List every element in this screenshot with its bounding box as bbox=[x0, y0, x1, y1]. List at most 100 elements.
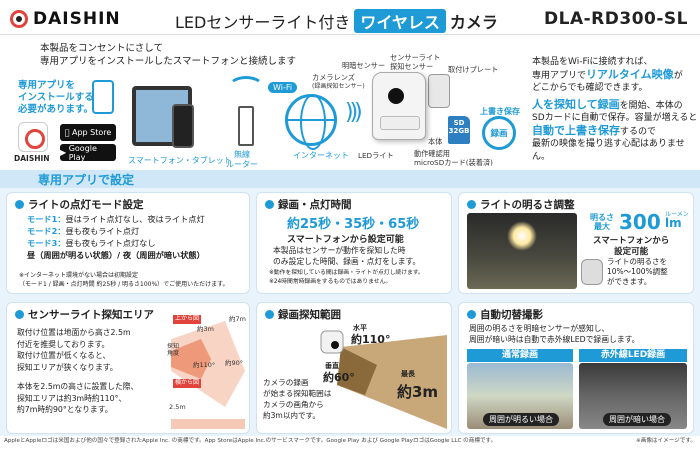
panel-title: ライトの点灯モード設定 bbox=[15, 197, 144, 212]
overwrite-highlight: 自動で上書き保存 bbox=[532, 123, 620, 137]
light-mode-panel: ライトの点灯モード設定 モード1：昼はライト点灯なし、夜はライト点灯 モード2：… bbox=[6, 192, 250, 294]
duration-values: 約25秒・35秒・65秒 bbox=[287, 217, 420, 232]
panel-title: 自動切替撮影 bbox=[467, 307, 543, 322]
sensor-area-desc: 取付け位置は地面から高さ2.5m 付近を推奨しております。 取付け位置が低くなる… bbox=[17, 327, 138, 416]
intro-text: 本製品をコンセントにさして 専用アプリをインストールしたスマートフォンと接続しま… bbox=[40, 42, 296, 68]
side-view-tag: 横から図 bbox=[173, 379, 202, 388]
router-label-line: ルーター bbox=[226, 160, 258, 169]
intro-line: 本製品をコンセントにさして bbox=[40, 43, 164, 54]
app-store-label: App Store bbox=[69, 128, 111, 137]
note-line: ※インターネット環境がない場合は初期設定 bbox=[19, 272, 139, 279]
panel-title-text: 自動切替撮影 bbox=[480, 309, 543, 321]
distance-3m: 約3m bbox=[197, 325, 214, 333]
horizontal-angle: 約110° bbox=[351, 333, 391, 346]
daishin-app-icon[interactable] bbox=[18, 122, 48, 152]
ir-record-tag: 赤外線LED録画 bbox=[579, 349, 687, 362]
globe-icon bbox=[285, 94, 337, 150]
daynight-text: 昼（周囲が明るい状態）/ 夜（周囲が暗い状態） bbox=[27, 250, 205, 260]
mode-desc: 昼も夜もライト点灯なし bbox=[65, 238, 156, 248]
desc-text: 専用アプリで bbox=[532, 70, 587, 81]
height-label: 2.5m bbox=[169, 403, 186, 411]
spacer bbox=[17, 373, 138, 381]
mount-plate bbox=[428, 74, 450, 108]
title-pre: LEDセンサーライト付き bbox=[175, 13, 351, 32]
desc-line: 自動で上書き保存するので bbox=[532, 123, 698, 139]
label-line: microSDカード(装着済) bbox=[414, 157, 493, 167]
panel-title: センサーライト探知エリア bbox=[15, 307, 154, 322]
auto-switch-desc: 周囲の明るさを明暗センサーが感知し、 周囲が暗い時は自動で赤外線LEDで録画しま… bbox=[469, 323, 639, 345]
note-line: ※24時間常時録画をするものではありません。 bbox=[269, 279, 392, 285]
top-view-tag: 上から図 bbox=[173, 315, 202, 324]
brand-name: DAISHIN bbox=[33, 9, 121, 29]
wifi-signal-icon bbox=[228, 76, 264, 98]
desc-line: 本体を2.5mの高さに設置した際、 bbox=[17, 382, 139, 391]
settings-bar bbox=[0, 170, 700, 188]
header-divider bbox=[0, 34, 700, 35]
desc-line: 取付け位置は地面から高さ2.5m bbox=[17, 328, 131, 337]
range-line: 10%〜100%調整 bbox=[607, 267, 668, 276]
mode-item: モード1：昼はライト点灯なし、夜はライト点灯 bbox=[27, 213, 205, 225]
router-icon bbox=[238, 106, 254, 146]
panel-title-text: センサーライト探知エリア bbox=[28, 309, 154, 321]
unit: lm bbox=[665, 216, 682, 230]
app-store-badge[interactable]:  App Store bbox=[60, 124, 116, 141]
vertical-label: 垂直 bbox=[325, 362, 339, 370]
desc-line: 約7m時約90°となります。 bbox=[17, 405, 113, 414]
horizontal-label: 水平 bbox=[353, 324, 367, 332]
record-range-desc: カメラの録画 が始まる探知範囲は カメラの画角から 約3m以内です。 bbox=[263, 377, 331, 421]
label-line: (録画探知センサー) bbox=[312, 82, 365, 90]
panel-title-text: 録画・点灯時間 bbox=[278, 199, 352, 211]
desc-line: 探知エリアが狭くなります。 bbox=[17, 362, 118, 372]
detection-area-diagram bbox=[171, 321, 245, 429]
desc-line: 約3m以内です。 bbox=[263, 411, 321, 420]
note-line: （モード1 / 録画・点灯時間 約25秒 / 明るさ100%）でご使用いただけま… bbox=[19, 281, 229, 288]
desc-line: どこからでも確認できます。 bbox=[532, 83, 648, 93]
mode-list: モード1：昼はライト点灯なし、夜はライト点灯 モード2：昼も夜もライト点灯 モー… bbox=[27, 213, 205, 261]
devices-label: スマートフォン・タブレット bbox=[128, 156, 232, 165]
desc-line: 専用アプリでリアルタイム映像が bbox=[532, 68, 698, 83]
sensor-area-panel: センサーライト探知エリア 取付け位置は地面から高さ2.5m 付近を推奨しておりま… bbox=[6, 302, 250, 434]
desc-text: するので bbox=[620, 126, 657, 137]
brightness-panel: ライトの明るさ調整 明るさ最大 300 ルーメン lm スマートフォンから 設定… bbox=[458, 192, 694, 294]
desc-line: 付近を推奨しております。 bbox=[17, 339, 110, 349]
light-mode-notes: ※インターネット環境がない場合は初期設定 （モード1 / 録画・点灯時間 約25… bbox=[19, 271, 229, 289]
bullet-icon bbox=[15, 310, 24, 319]
angle-110: 約110° bbox=[193, 361, 216, 369]
settings-title: 専用アプリで設定 bbox=[38, 173, 135, 187]
model-number: DLA-RD300-SL bbox=[544, 9, 688, 29]
angle-label: 探知角度 bbox=[167, 343, 180, 357]
panel-title: ライトの明るさ調整 bbox=[467, 197, 575, 212]
panel-title: 録画探知範囲 bbox=[265, 307, 341, 322]
duration-panel: 録画・点灯時間 約25秒・35秒・65秒 スマートフォンから設定可能 本製品はセ… bbox=[256, 192, 452, 294]
label-line: 動作確認用 bbox=[414, 149, 450, 158]
desc-line: 本製品はセンサーが動作を探知した時 bbox=[273, 246, 406, 255]
camera-lens-icon bbox=[388, 88, 404, 104]
desc-line: 周囲が暗い時は自動で赤外線LEDで録画します。 bbox=[469, 335, 640, 344]
camera-unit bbox=[320, 330, 344, 354]
overwrite-label: 上書き保存 bbox=[480, 107, 520, 116]
vertical-angle: 約60° bbox=[323, 371, 355, 384]
note-line: ※動作を探知している間は録画・ライトが点灯し続けます。 bbox=[269, 270, 424, 276]
sd-capacity: 32GB bbox=[448, 127, 470, 135]
record-label: 録画 bbox=[490, 129, 508, 139]
label-line: カメラレンズ bbox=[312, 73, 355, 82]
angle-90: 約90° bbox=[225, 359, 244, 367]
mount-plate-label: 取付けプレート bbox=[448, 65, 499, 74]
app-text-line: 必要があります。 bbox=[18, 104, 94, 115]
unit-reading: ルーメン bbox=[665, 211, 689, 218]
area-3m-shape bbox=[171, 339, 211, 379]
bullet-icon bbox=[265, 310, 274, 319]
router-label: 無線 ルーター bbox=[226, 150, 258, 170]
duration-desc: 本製品はセンサーが動作を探知した時 のみ設定した時間、録画・点灯をします。 bbox=[273, 245, 420, 267]
google-play-badge[interactable]: ▶ Google Play bbox=[60, 144, 116, 162]
trademark-note: AppleとAppleロゴは米国および他の国々で登録されたApple Inc. … bbox=[4, 438, 497, 444]
led-label: LEDライト bbox=[358, 151, 394, 160]
max-brightness-label: 明るさ最大 bbox=[590, 213, 614, 231]
desc-line: カメラの録画 bbox=[263, 378, 309, 387]
dark-case-tag: 周囲が暗い場合 bbox=[603, 413, 671, 426]
record-loop-icon: 録画 bbox=[482, 116, 516, 150]
router-label-line: 無線 bbox=[234, 150, 250, 159]
bullet-icon bbox=[15, 200, 24, 209]
desc-line: 探知エリアは約3m時約110°、 bbox=[17, 393, 127, 403]
mode-desc: 昼はライト点灯なし、夜はライト点灯 bbox=[65, 214, 205, 224]
